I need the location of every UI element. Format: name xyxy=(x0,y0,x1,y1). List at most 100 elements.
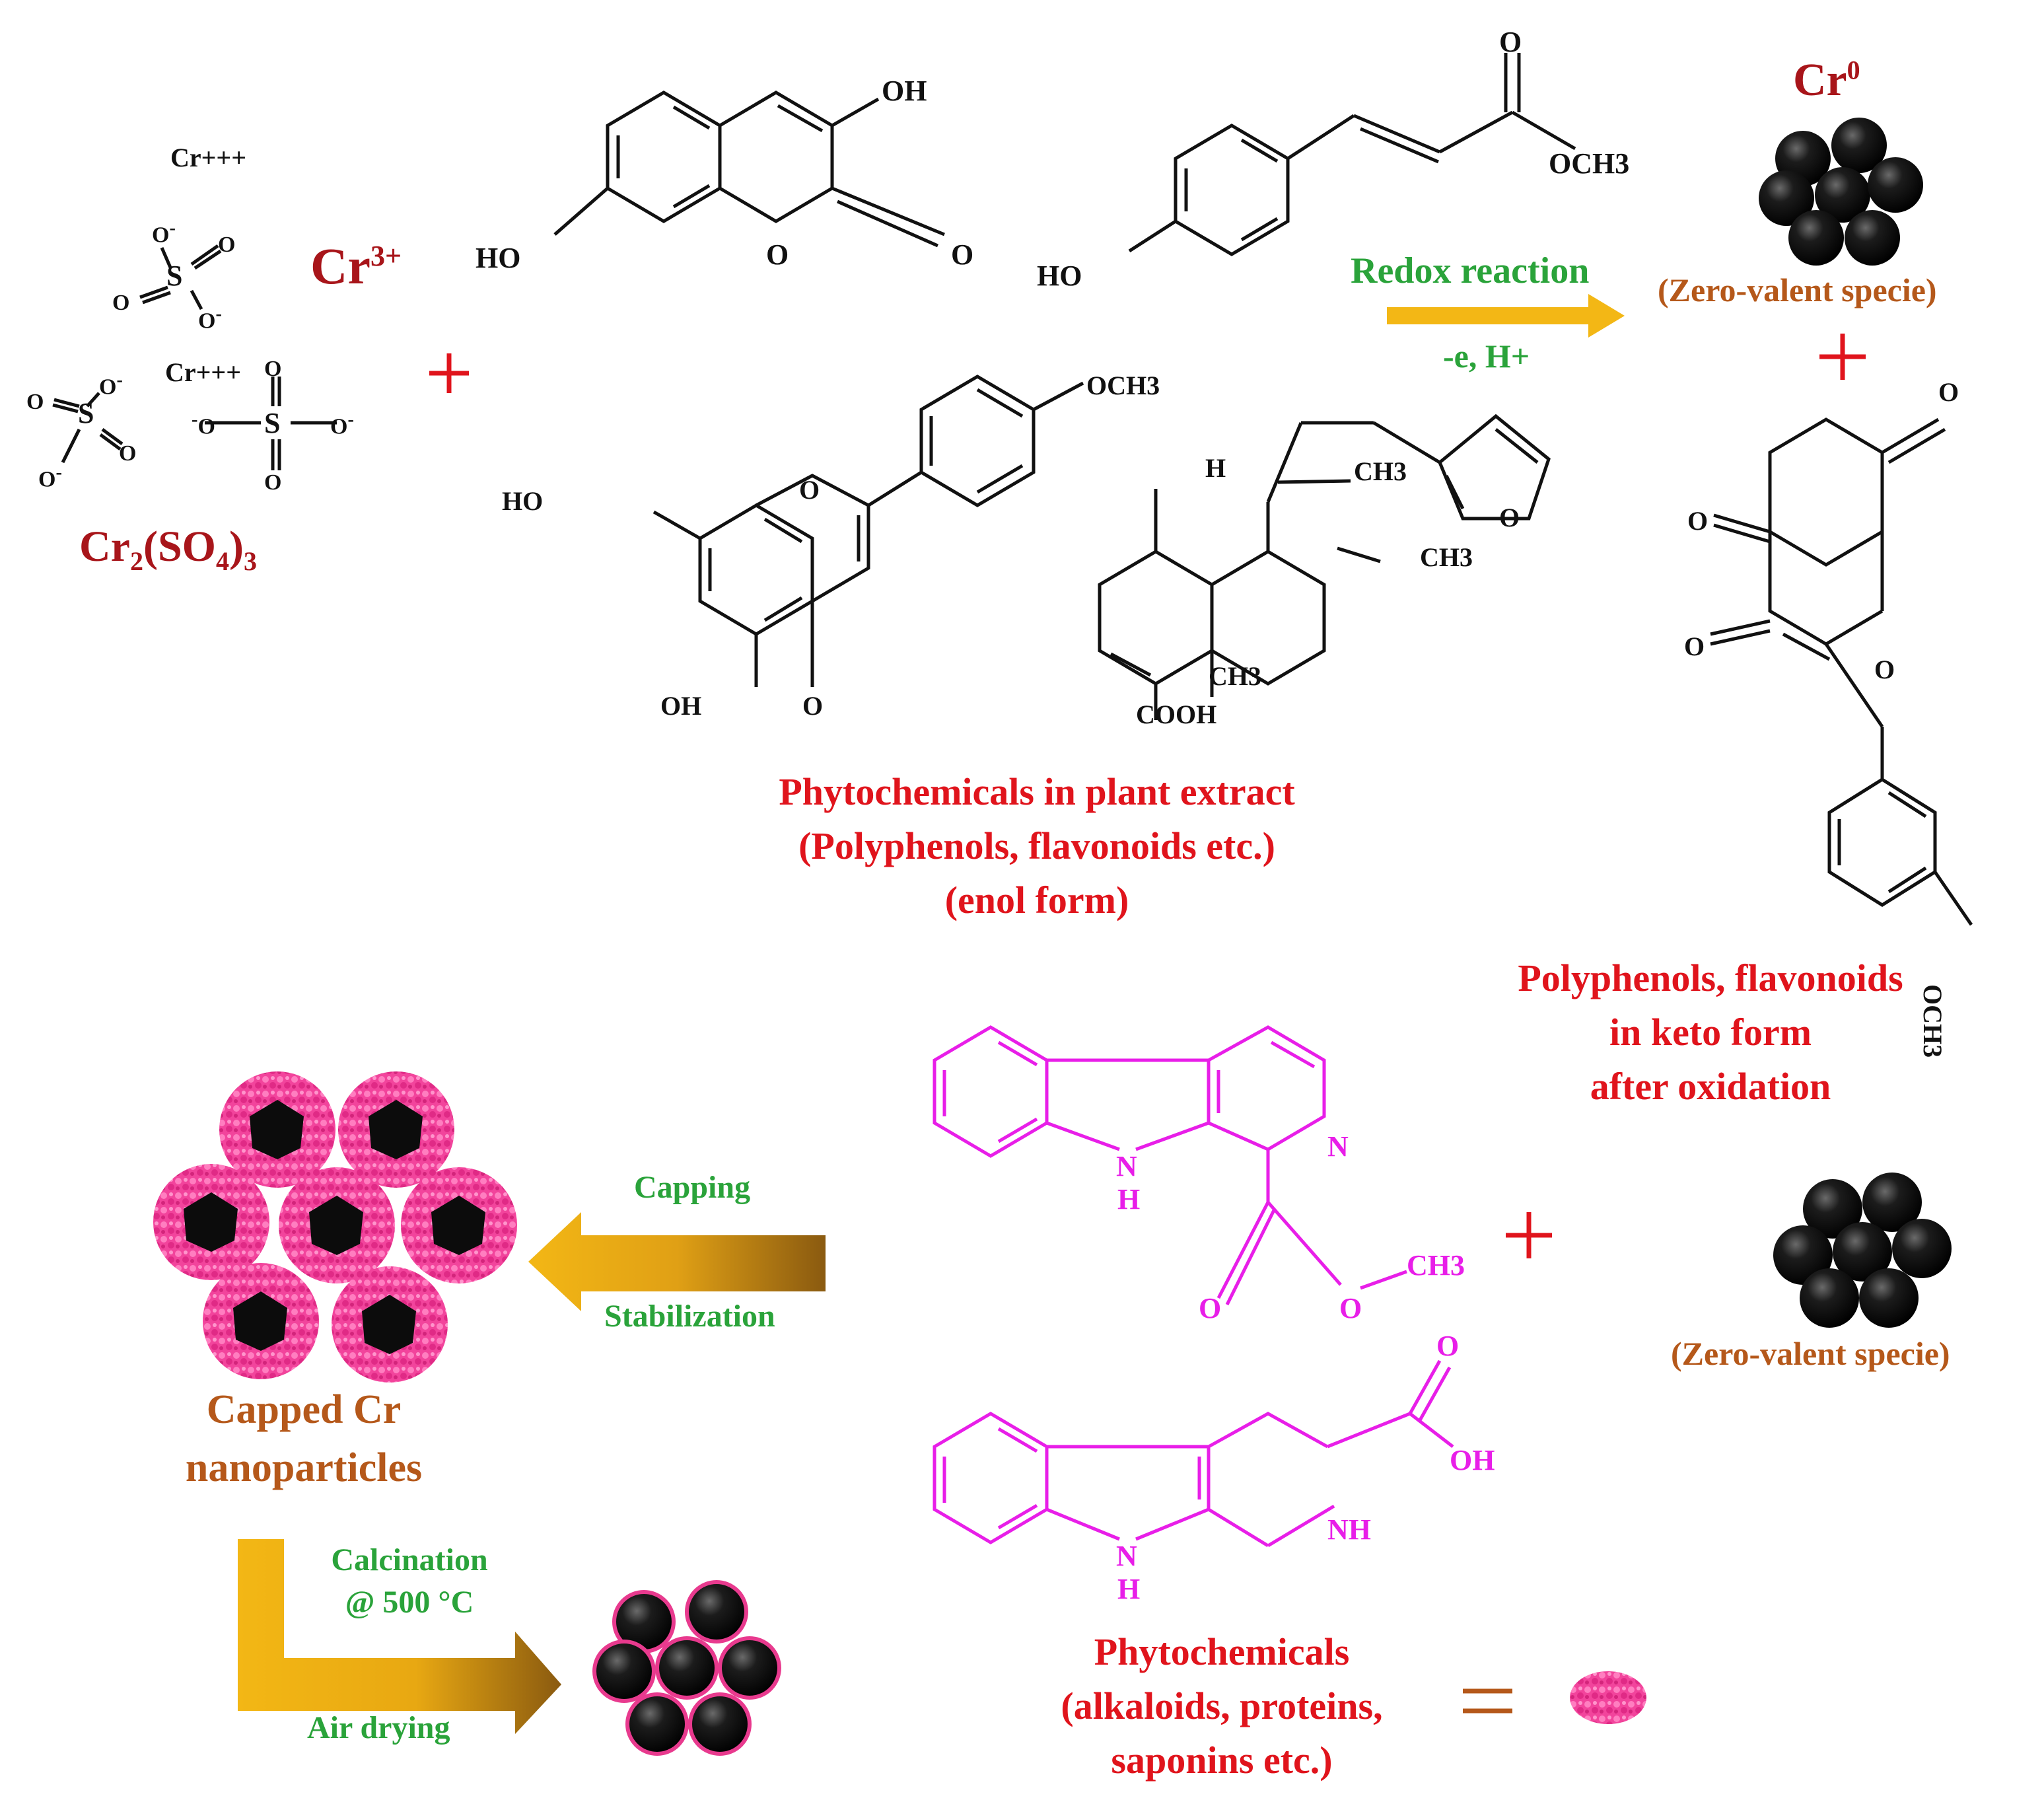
sulfate-s-2: S xyxy=(78,397,94,429)
cr3-symbol: Cr xyxy=(310,237,370,295)
equals-sign xyxy=(1463,1688,1512,1714)
formula-sub-2: 2 xyxy=(129,546,143,577)
harmane-ester-alkaloid xyxy=(933,1025,1407,1306)
sulfate-o-labels: O- xyxy=(152,218,176,248)
alkaloid-b-n-label: N xyxy=(1116,1540,1137,1572)
keto-caption-line2: in keto form xyxy=(1609,1011,1812,1054)
chromium-sulfate-formula: Cr2(SO4)3 xyxy=(79,522,257,577)
plus-sign-bottom xyxy=(1506,1212,1552,1258)
sulfate-o-1b: O xyxy=(218,233,236,257)
flavone-och3-label: OCH3 xyxy=(1086,371,1160,400)
formula-sub-4: 4 xyxy=(216,546,229,577)
sulfate-o-2d: O- xyxy=(38,462,62,492)
tetrahydro-carboline-alkaloid xyxy=(933,1359,1454,1548)
cr3-ion-label: Cr3+ xyxy=(310,236,402,296)
flavone-structure xyxy=(652,375,1084,687)
terpenoid-structure xyxy=(1098,414,1551,720)
phytochemical-capping-blob-icon xyxy=(1570,1671,1646,1724)
terpene-h-label: H xyxy=(1205,453,1226,483)
alkaloid-b-h-label: H xyxy=(1117,1573,1141,1605)
terpene-cooh-label: COOH xyxy=(1136,700,1217,729)
coumarin-ring-o-label: O xyxy=(766,238,789,271)
capped-nanoparticle-cluster xyxy=(153,1071,517,1383)
plant-caption-line1: Phytochemicals in plant extract xyxy=(779,770,1295,813)
sulfate-s-1: S xyxy=(166,260,183,292)
plant-extract-caption: Phytochemicals in plant extract (Polyphe… xyxy=(713,765,1360,927)
air-drying-label: Air drying xyxy=(307,1710,450,1745)
flavone-oh-label: OH xyxy=(660,691,702,721)
coumarin-ho-label: HO xyxy=(476,242,521,274)
cr3-charge: 3+ xyxy=(370,240,402,272)
formula-so: (SO xyxy=(143,523,216,571)
sulfate-o-3b: -O xyxy=(192,410,215,439)
formula-cr: Cr xyxy=(79,523,130,571)
keto-caption-line1: Polyphenols, flavonoids xyxy=(1518,957,1903,999)
coumarin-structure xyxy=(553,90,945,248)
alk-caption-line3: saponins etc.) xyxy=(1111,1739,1333,1782)
formula-sub-3: 3 xyxy=(243,546,257,577)
sulfate-o-3a: O xyxy=(264,357,282,381)
sulfate-o-2c: O xyxy=(119,441,137,466)
calcination-label: Calcination @ 500 °C xyxy=(300,1539,518,1624)
cinnamate-o-label: O xyxy=(1499,26,1522,58)
keto-form-caption: Polyphenols, flavonoids in keto form aft… xyxy=(1440,951,1981,1114)
capping-label: Capping xyxy=(634,1170,751,1205)
stabilization-label: Stabilization xyxy=(604,1299,775,1334)
zero-valent-caption-bottom: (Zero-valent specie) xyxy=(1671,1335,1950,1372)
calcined-nanoparticle-cluster xyxy=(592,1580,781,1756)
keto-flavonoid-structure xyxy=(1710,417,1973,926)
terpene-ch3-a-label: CH3 xyxy=(1354,456,1407,486)
alkaloid-b-nh-label: NH xyxy=(1327,1513,1371,1546)
keto-caption-line3: after oxidation xyxy=(1590,1065,1831,1108)
alkaloid-a-keto-o-label: O xyxy=(1199,1292,1222,1324)
alkaloid-a-ester-o-label: O xyxy=(1339,1292,1362,1324)
plant-caption-line2: (Polyphenols, flavonoids etc.) xyxy=(798,824,1275,867)
alkaloid-b-o-label: O xyxy=(1436,1330,1460,1362)
flavone-ring-o-label: O xyxy=(799,475,820,505)
furan-o-label: O xyxy=(1499,503,1520,532)
calcination-line2: @ 500 °C xyxy=(345,1585,474,1620)
cr0-symbol: Cr xyxy=(1793,55,1847,106)
cinnamate-och3-label: OCH3 xyxy=(1549,147,1630,180)
plus-sign-left xyxy=(429,353,469,393)
alk-caption-line2: (alkaloids, proteins, xyxy=(1061,1684,1383,1727)
sulfate-o-2a: O- xyxy=(99,370,123,400)
cr0-label: Cr0 xyxy=(1793,54,1860,107)
sulfate-o-3c: O- xyxy=(330,410,354,439)
capped-caption-line1: Capped Cr xyxy=(206,1387,402,1432)
capping-arrow xyxy=(528,1212,826,1311)
chromium-sulfate-structures xyxy=(52,244,337,470)
alkaloids-caption: Phytochemicals (alkaloids, proteins, sap… xyxy=(984,1625,1460,1788)
alkaloid-a-nh-h-label: H xyxy=(1117,1183,1141,1215)
alkaloid-a-n-label: N xyxy=(1327,1130,1349,1163)
alk-caption-line1: Phytochemicals xyxy=(1094,1630,1350,1673)
capped-nanoparticles-caption: Capped Cr nanoparticles xyxy=(119,1381,489,1497)
sulfate-o-3d: O xyxy=(264,470,282,495)
sulfate-s-3: S xyxy=(264,407,281,439)
cr-ion-label-a: Cr+++ xyxy=(170,143,247,172)
coumarin-keto-o-label: O xyxy=(951,238,974,271)
keto-ring-o-label: O xyxy=(1874,655,1895,684)
cr0-charge: 0 xyxy=(1847,55,1860,85)
calcination-arrow xyxy=(238,1539,561,1734)
terpene-ch3-c-label: CH3 xyxy=(1209,661,1261,691)
keto-o-top-label: O xyxy=(1938,377,1959,407)
sulfate-o-1c: O xyxy=(112,291,130,315)
sulfate-o-2b: O xyxy=(26,390,44,414)
keto-o-left2-label: O xyxy=(1684,632,1705,661)
plant-caption-line3: (enol form) xyxy=(944,879,1129,921)
cinnamate-ho-label: HO xyxy=(1037,260,1082,292)
flavone-keto-o-label: O xyxy=(802,691,824,721)
calcination-line1: Calcination xyxy=(331,1542,488,1577)
formula-close: ) xyxy=(229,523,244,571)
alkaloid-a-ch3-label: CH3 xyxy=(1407,1249,1465,1282)
flavone-ho-label: HO xyxy=(502,486,544,516)
coumarin-oh-label: OH xyxy=(882,75,927,107)
capped-caption-line2: nanoparticles xyxy=(185,1445,423,1490)
sulfate-o-1d: O- xyxy=(198,304,222,334)
cr0-particle-cluster-top xyxy=(1759,118,1923,266)
methyl-coumarate-structure xyxy=(1128,53,1576,256)
plus-sign-right xyxy=(1819,334,1866,380)
redox-arrow xyxy=(1387,294,1625,338)
